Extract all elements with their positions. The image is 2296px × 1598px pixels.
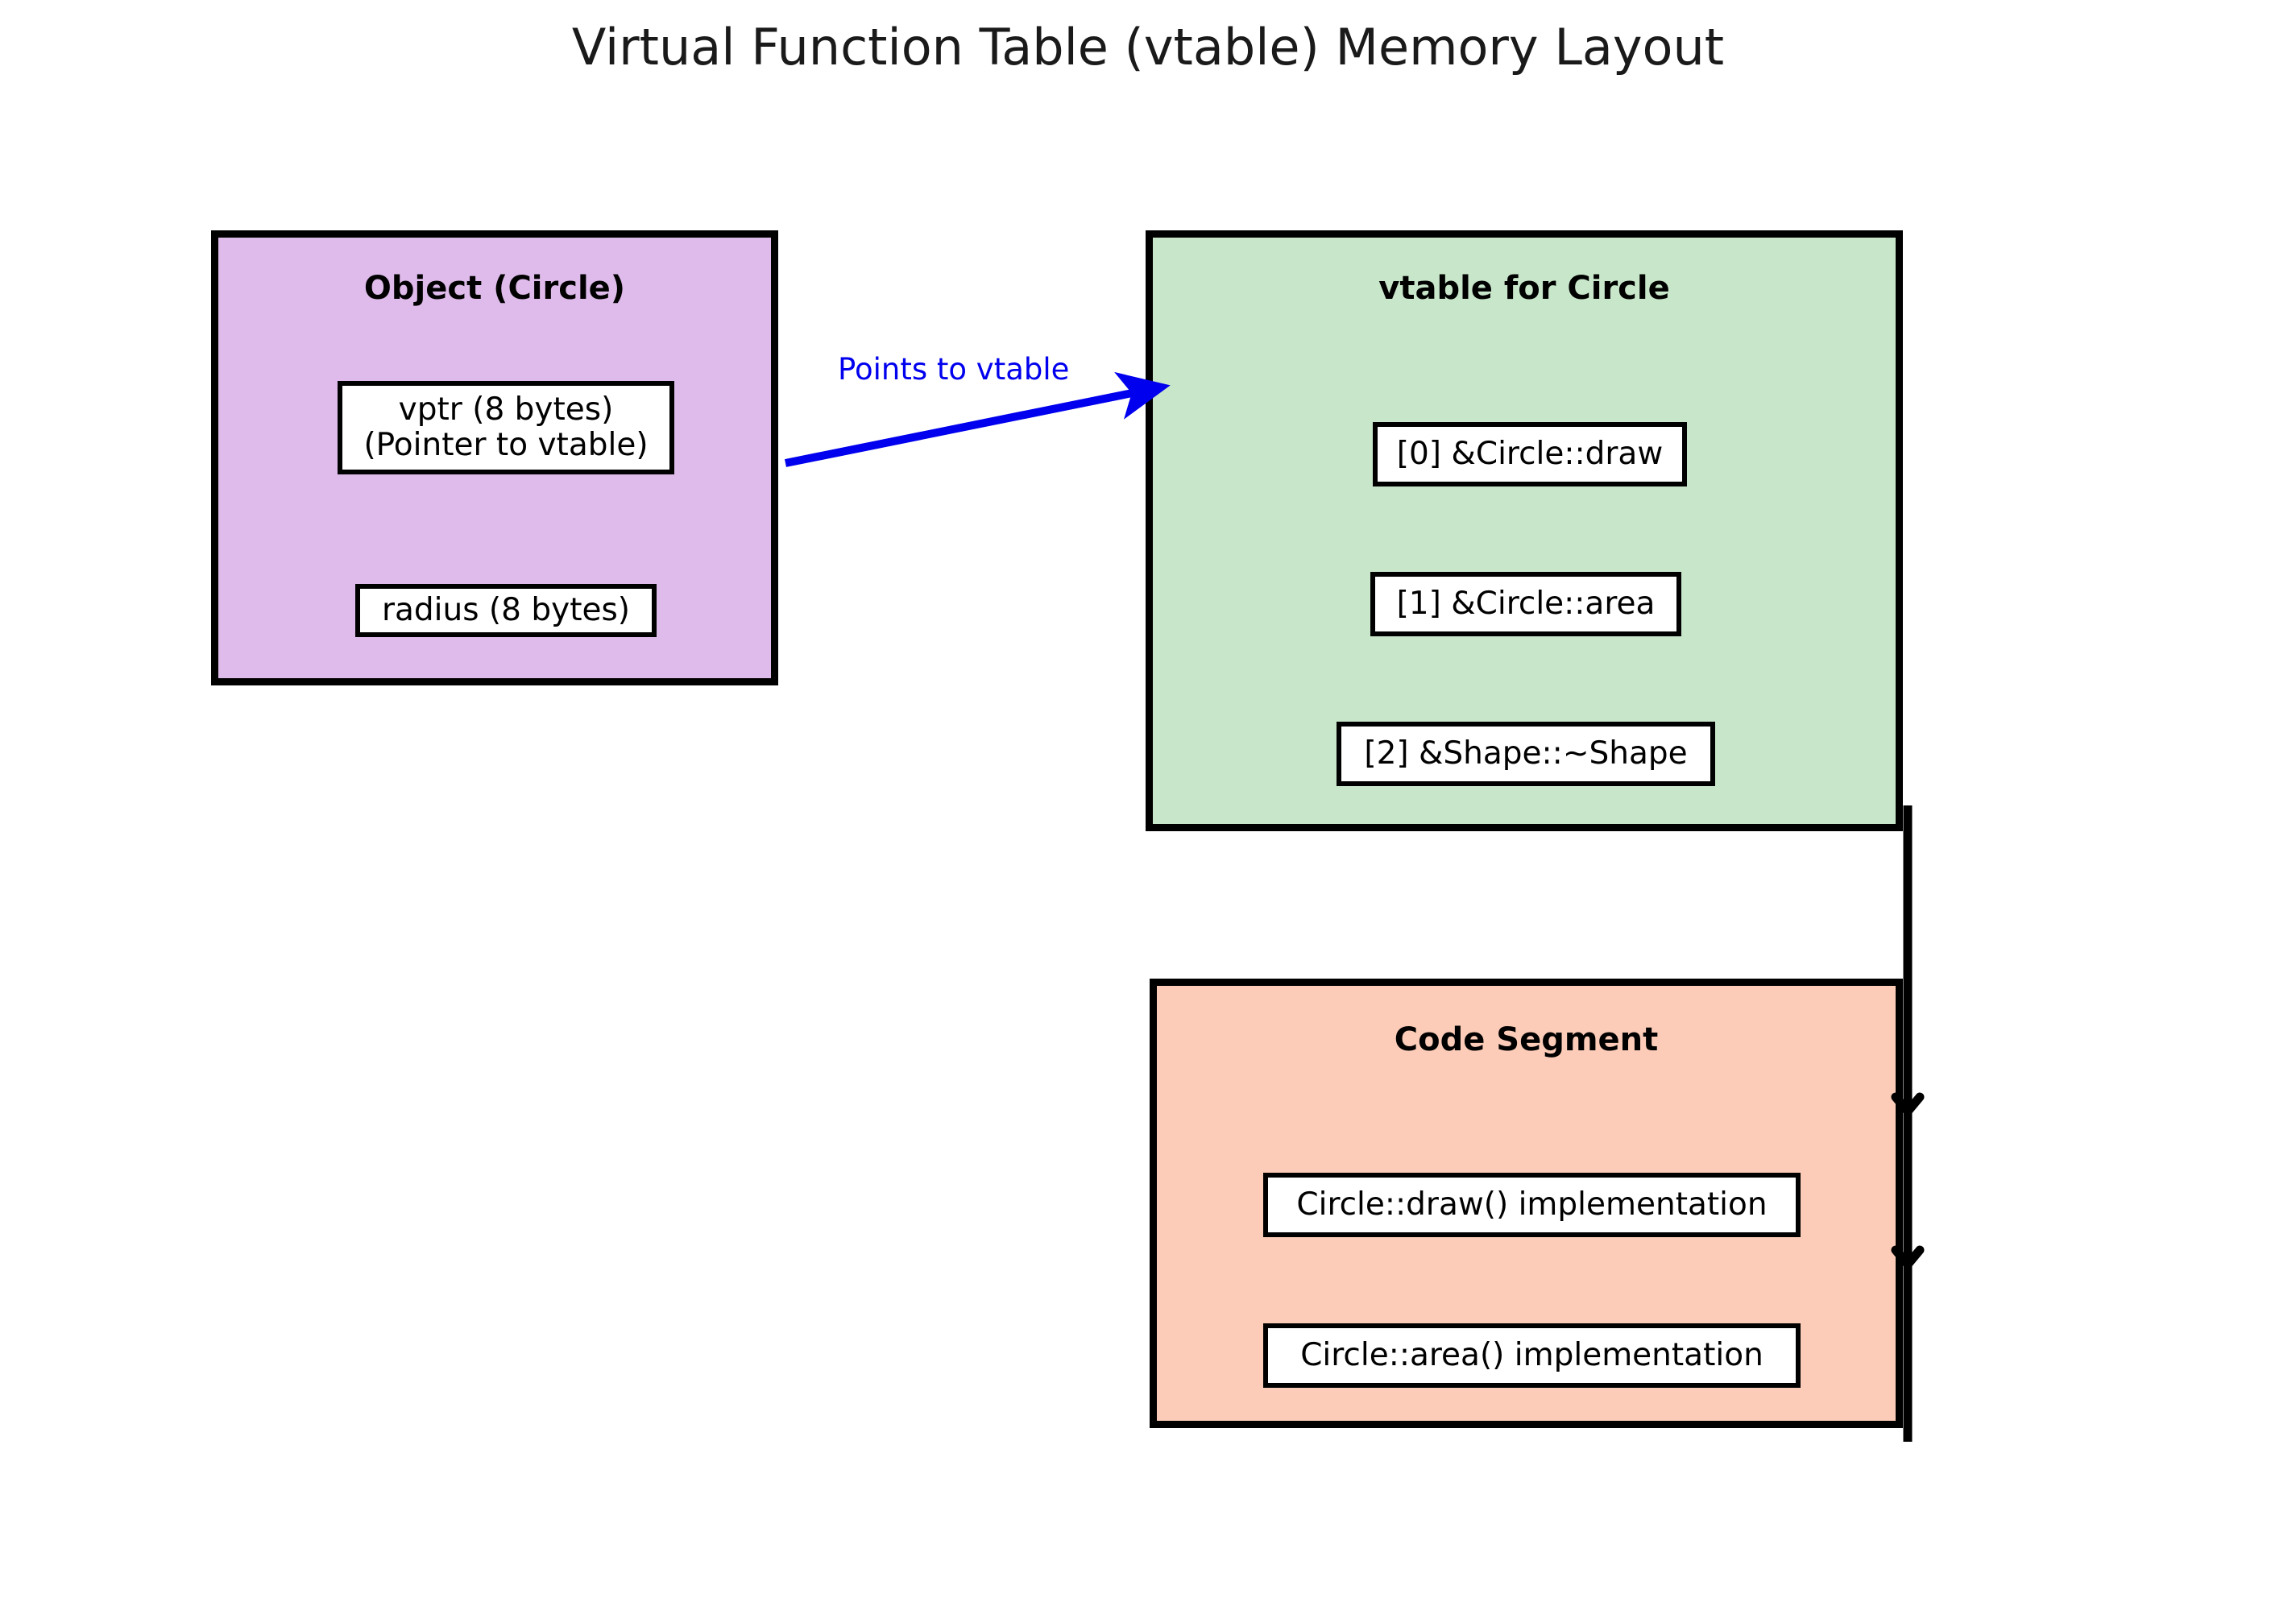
code-segment-slot-draw: Circle::draw() implementation	[1263, 1173, 1801, 1237]
vtable-slot-0: [0] &Circle::draw	[1373, 422, 1687, 486]
code-segment-region-title: Code Segment	[1394, 1021, 1659, 1058]
vtable-region-title: vtable for Circle	[1378, 270, 1670, 307]
page-title: Virtual Function Table (vtable) Memory L…	[571, 18, 1725, 77]
object-slot-vptr: vptr (8 bytes) (Pointer to vtable)	[338, 381, 674, 474]
object-slot-radius: radius (8 bytes)	[355, 584, 657, 637]
vtable-region: vtable for Circle [0] &Circle::draw [1] …	[1146, 230, 1903, 831]
object-region: Object (Circle) vptr (8 bytes) (Pointer …	[211, 230, 778, 685]
code-segment-slot-area: Circle::area() implementation	[1263, 1323, 1801, 1388]
code-segment-region: Code Segment Circle::draw() implementati…	[1150, 979, 1903, 1428]
object-region-title: Object (Circle)	[363, 270, 626, 307]
vptr-to-vtable-arrow-label: Points to vtable	[838, 352, 1070, 387]
vtable-slot-2: [2] &Shape::~Shape	[1337, 722, 1715, 786]
vtable-slot-1: [1] &Circle::area	[1370, 572, 1681, 636]
